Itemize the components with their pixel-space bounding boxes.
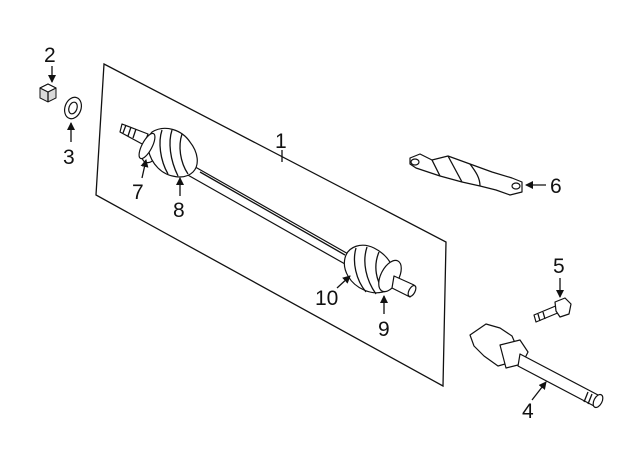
axle-shaft-assembly (119, 123, 417, 298)
callout-6: 6 (550, 175, 562, 198)
callout-3: 3 (63, 146, 75, 169)
callout-1: 1 (275, 130, 287, 153)
callout-7: 7 (132, 181, 144, 204)
washer-icon (63, 96, 83, 120)
callout-8: 8 (173, 199, 185, 222)
callout-4: 4 (522, 400, 534, 423)
callout-10: 10 (315, 287, 338, 310)
hex-nut-icon (39, 83, 57, 103)
bracket-icon (409, 153, 523, 196)
assembly-panel (95, 62, 447, 388)
callout-2: 2 (44, 44, 56, 67)
bolt-icon (533, 297, 572, 323)
callout-9: 9 (378, 318, 390, 341)
callout-5: 5 (553, 255, 565, 278)
inner-shaft-icon (469, 323, 604, 409)
